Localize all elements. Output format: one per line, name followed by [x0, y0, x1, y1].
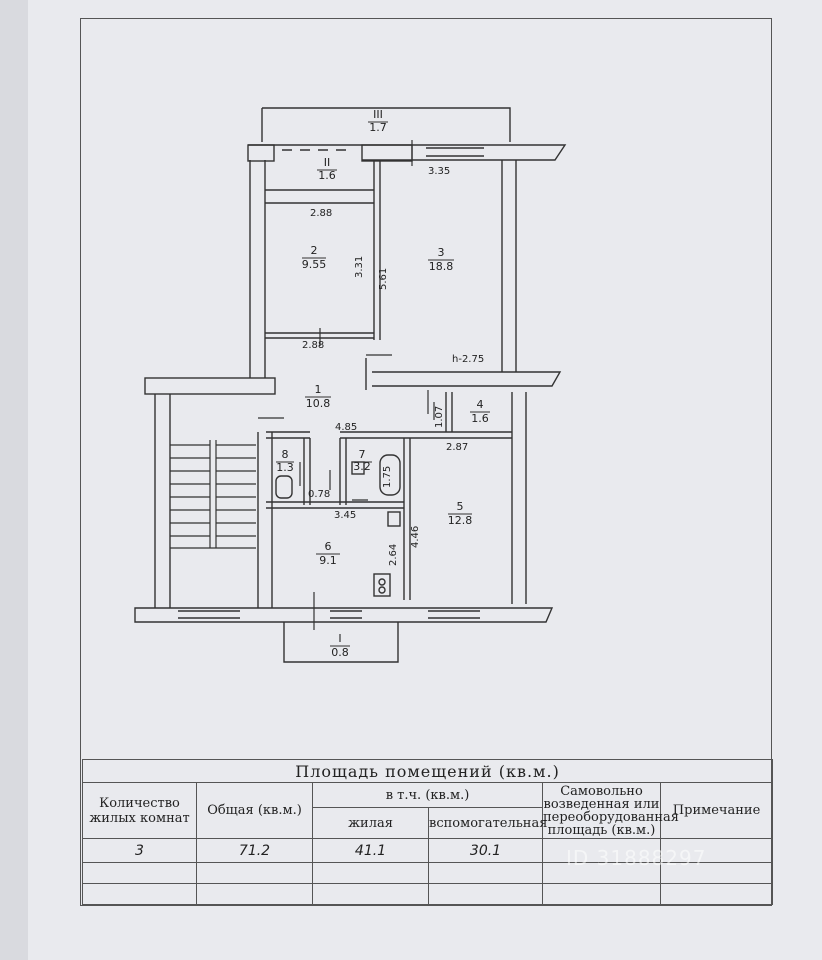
- dimension-label: 2.88: [302, 340, 324, 351]
- header-rooms-count: Количество жилых комнат: [82, 782, 197, 839]
- wall-bath-bottom: [266, 501, 404, 509]
- wall-kitchen-room5: [403, 438, 411, 600]
- dimension-label: 2.64: [388, 544, 399, 566]
- dimension-label: 4.46: [410, 526, 421, 548]
- cell-total-area: 71.2: [196, 838, 313, 863]
- balcony-outline: [262, 107, 511, 142]
- area-table: Площадь помещений (кв.м.) Количество жил…: [81, 759, 774, 905]
- wall-room2-top: [265, 189, 374, 204]
- floor-plan: III 1.7 II 1.6 2 9.55 3 18.8 1 10.8 4 1.…: [134, 107, 567, 663]
- stairs: [170, 440, 256, 549]
- balcony-bottom: [283, 622, 399, 663]
- wall-wc-top: [266, 431, 310, 439]
- empty-cell: [312, 862, 429, 884]
- room-label-id: 3: [438, 246, 445, 259]
- room-label-area: 1.6: [318, 169, 336, 182]
- label-dividers: [276, 121, 490, 647]
- room-label-id: 4: [477, 398, 484, 411]
- window-top: [426, 147, 484, 157]
- room-label-id: II: [324, 156, 331, 169]
- dimension-label: 3.35: [428, 166, 450, 177]
- wall-room3-bottom: [365, 358, 562, 390]
- empty-cell: [82, 862, 197, 884]
- room-label-area: 1.7: [369, 121, 387, 134]
- header-auxiliary-area: вспомогательная: [428, 807, 547, 839]
- room-label-area: 9.55: [302, 258, 327, 271]
- table-title: Площадь помещений (кв.м.): [81, 759, 774, 783]
- cell-living-area: 41.1: [312, 838, 429, 863]
- drawing-frame: [80, 18, 772, 906]
- dimension-label: 2.88: [310, 208, 332, 219]
- right-wall-bottom: [511, 392, 527, 604]
- stair-top-wall: [144, 377, 276, 395]
- windows-bottom: [178, 610, 480, 619]
- empty-cell: [428, 883, 543, 905]
- watermark: ID 31888297: [566, 846, 707, 870]
- header-total-area: Общая (кв.м.): [196, 782, 313, 839]
- empty-cell: [659, 883, 774, 905]
- room-label-id: 8: [282, 448, 289, 461]
- stove-mark: [387, 511, 401, 527]
- room-label-id: 1: [315, 383, 322, 396]
- dimension-label: 2.87: [446, 442, 468, 453]
- room-label-id: 5: [457, 500, 464, 513]
- door-marks: [258, 140, 435, 630]
- header-including: в т.ч. (кв.м.): [312, 782, 543, 808]
- room-label-id: 6: [325, 540, 332, 553]
- room-label-area: 1.6: [471, 412, 489, 425]
- cell-note: [659, 838, 774, 863]
- room-label-area: 3.2: [353, 460, 371, 473]
- bathtub: [379, 454, 401, 496]
- dimension-label: 5.61: [378, 268, 389, 290]
- stove: [373, 573, 391, 597]
- bottom-wall: [134, 607, 554, 623]
- room-label-area: 9.1: [319, 554, 337, 567]
- top-wall-block: [247, 144, 275, 162]
- wall-room2-3: [373, 160, 381, 340]
- cell-rooms-count: 3: [82, 838, 197, 863]
- room-label-id: I: [338, 632, 341, 645]
- stair-right-wall: [257, 432, 273, 608]
- stair-left-wall: [154, 394, 171, 608]
- dimension-label: 4.85: [335, 422, 357, 433]
- right-wall-top: [501, 160, 517, 372]
- top-wall: [248, 144, 567, 161]
- room-label-area: 1.3: [276, 461, 294, 474]
- empty-cell: [82, 883, 197, 905]
- room-label-id: 7: [359, 448, 366, 461]
- toilet: [275, 475, 293, 499]
- empty-cell: [428, 862, 543, 884]
- room-label-id: 2: [311, 244, 318, 257]
- empty-cell: [312, 883, 429, 905]
- room-label-area: 10.8: [306, 397, 331, 410]
- room-label-area: 12.8: [448, 514, 473, 527]
- dimension-label: 3.31: [354, 256, 365, 278]
- empty-cell: [196, 883, 313, 905]
- wall-wc-right: [303, 438, 311, 505]
- room-label-area: 18.8: [429, 260, 454, 273]
- wall-closet4: [445, 392, 453, 432]
- dimension-label: 1.75: [382, 466, 393, 488]
- wall-bath-top: [340, 431, 512, 439]
- room-label-id: III: [373, 108, 383, 121]
- dimension-label: h-2.75: [452, 354, 484, 365]
- header-living-area: жилая: [312, 807, 429, 839]
- dimension-label: 1.07: [434, 406, 445, 428]
- wall-bath-left: [339, 438, 347, 505]
- header-note: Примечание: [659, 782, 774, 839]
- dimension-label: 3.45: [334, 510, 356, 521]
- empty-cell: [196, 862, 313, 884]
- room-label-area: 0.8: [331, 646, 349, 659]
- header-unauthorized-area: Самовольно возведенная или переоборудова…: [542, 782, 680, 839]
- dimension-label: 0.78: [308, 489, 330, 500]
- cell-auxiliary-area: 30.1: [428, 838, 543, 863]
- left-wall-top: [249, 160, 266, 378]
- empty-cell: [542, 883, 661, 905]
